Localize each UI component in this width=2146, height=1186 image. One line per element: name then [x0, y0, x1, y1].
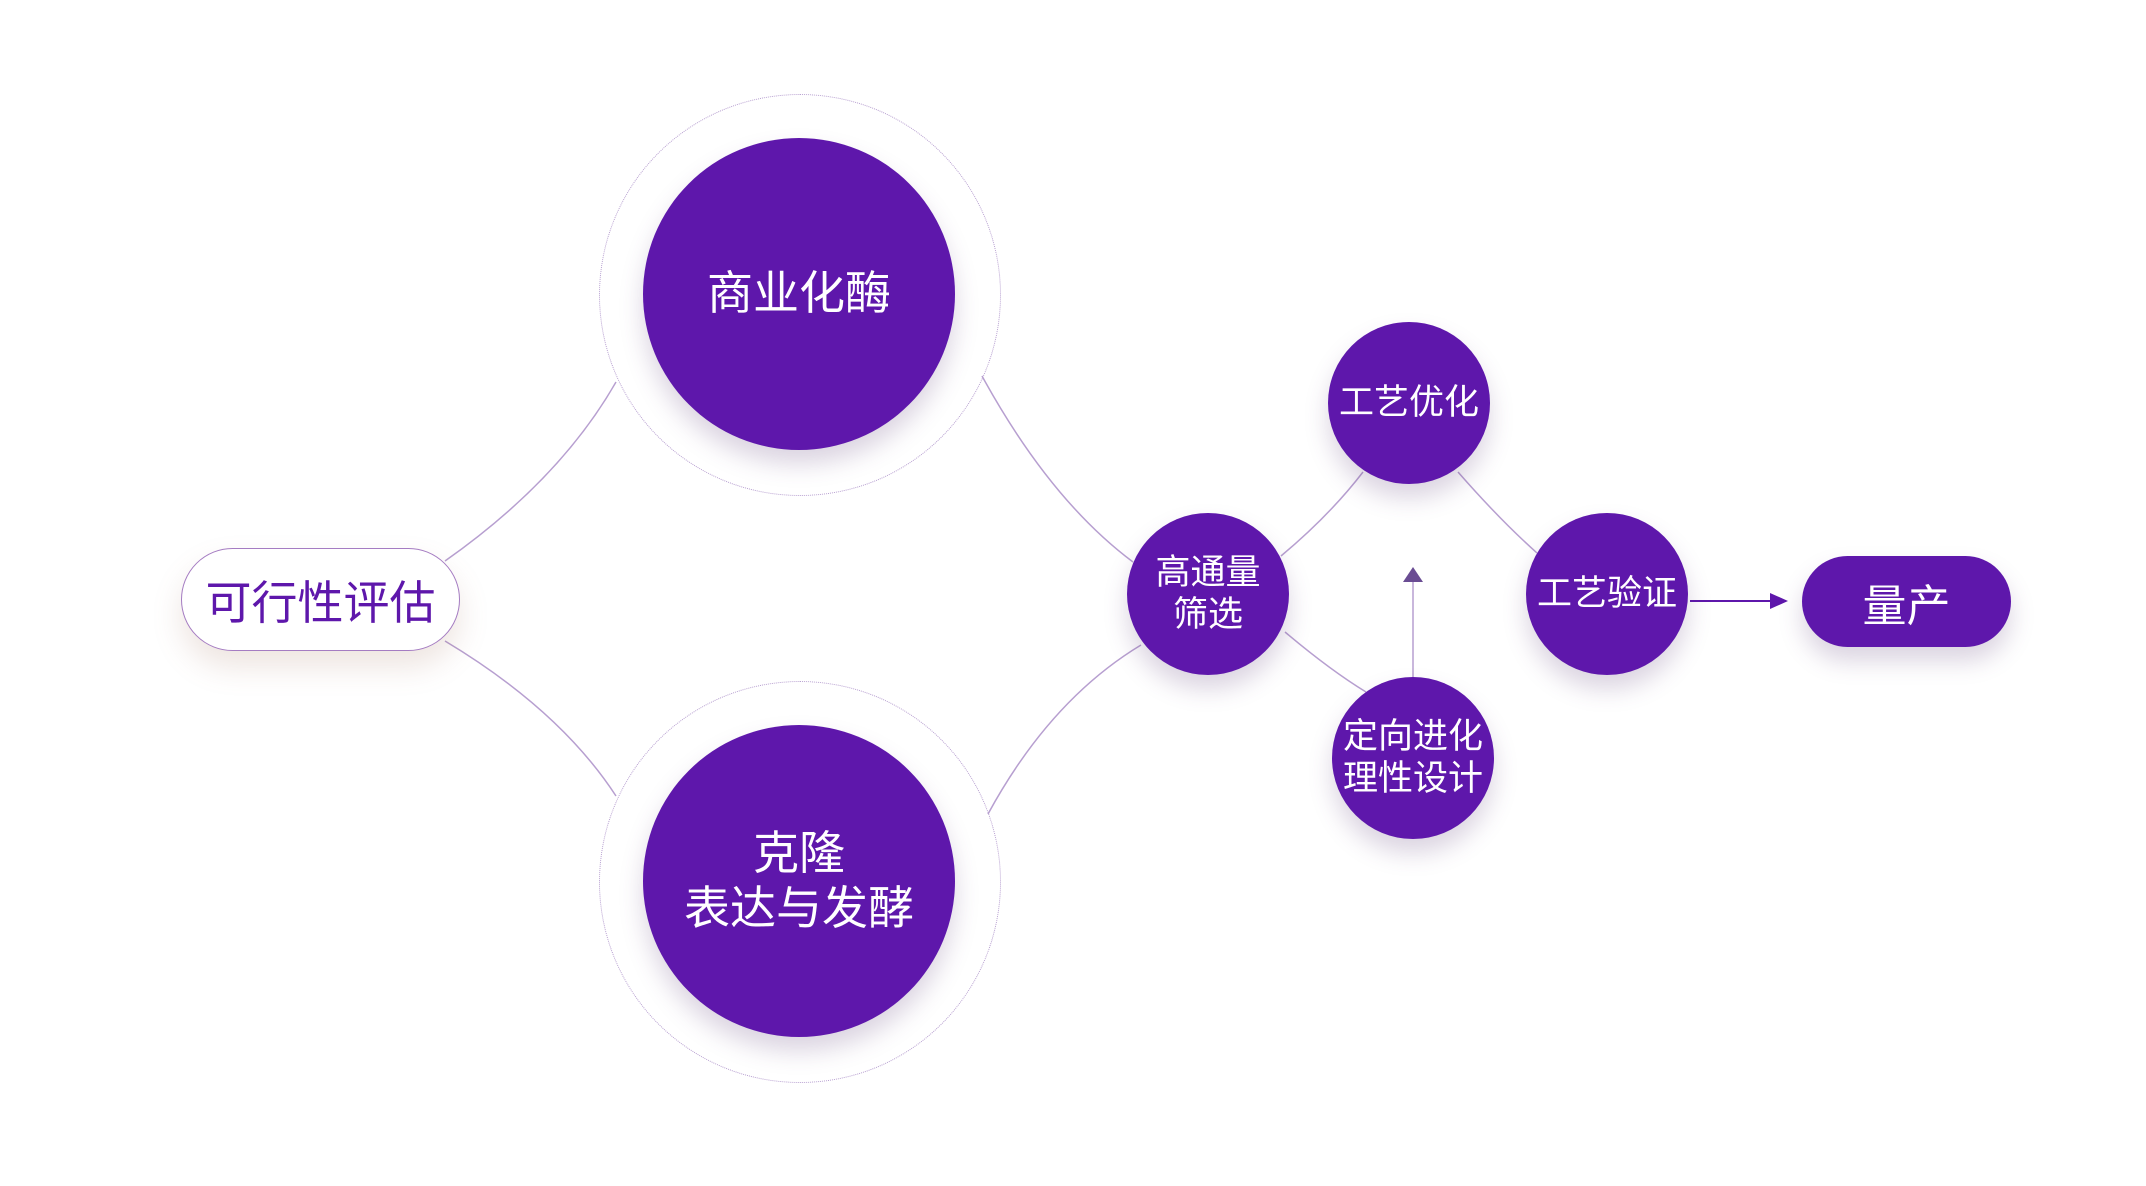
- connector-feasibility-cloning: [444, 640, 617, 797]
- arrow-up-head-icon: [1403, 567, 1423, 582]
- connector-screening-evolution: [1284, 631, 1367, 693]
- node-cloning-label: 克隆 表达与发酵: [684, 825, 914, 935]
- node-directed-evolution-label: 定向进化 理性设计: [1342, 717, 1483, 799]
- ring-cloning: [599, 681, 1001, 1083]
- node-process-validation: 工艺验证: [1526, 513, 1688, 675]
- node-directed-evolution: 定向进化 理性设计: [1332, 677, 1494, 839]
- node-mass-production: 量产: [1802, 556, 2011, 647]
- connector-feasibility-commercial: [444, 381, 617, 562]
- node-feasibility-label: 可行性评估: [205, 575, 436, 630]
- connector-cloning-screening: [987, 644, 1142, 815]
- node-process-validation-label: 工艺验证: [1536, 574, 1677, 614]
- node-process-optimization: 工艺优化: [1328, 322, 1490, 484]
- ring-commercial: [599, 94, 1001, 496]
- node-mass-production-label: 量产: [1862, 580, 1951, 632]
- node-commercial-enzyme-label: 商业化酶: [707, 266, 891, 321]
- node-feasibility: 可行性评估: [181, 548, 460, 651]
- connector-commercial-screening: [981, 375, 1134, 563]
- node-cloning: 克隆 表达与发酵: [643, 725, 955, 1037]
- connector-optimization-validation: [1457, 471, 1538, 554]
- node-commercial-enzyme: 商业化酶: [643, 138, 955, 450]
- node-screening-label: 高通量 筛选: [1155, 553, 1261, 635]
- node-process-optimization-label: 工艺优化: [1338, 383, 1479, 423]
- node-screening: 高通量 筛选: [1127, 513, 1289, 675]
- connector-screening-optimization: [1280, 471, 1364, 557]
